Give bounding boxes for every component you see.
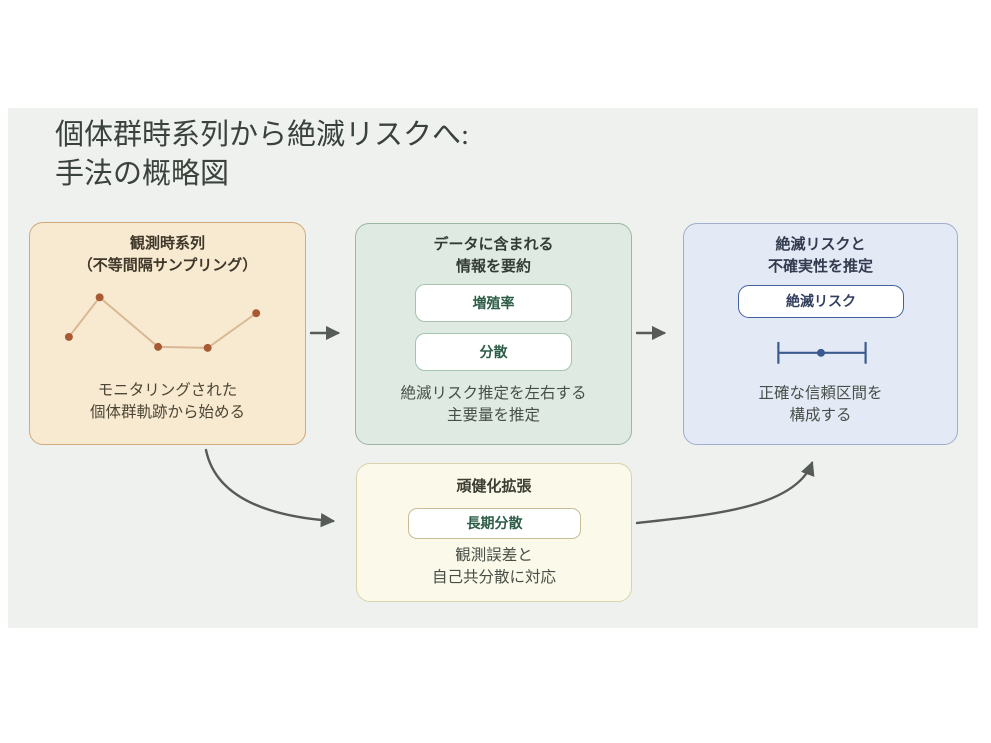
chip-growth-rate: 増殖率 — [415, 284, 572, 322]
box-summarize-information: データに含まれる 情報を要約 増殖率 分散 絶滅リスク推定を左右する 主要量を推… — [355, 223, 632, 445]
page-title: 個体群時系列から絶滅リスクへ: 手法の概略図 — [55, 116, 469, 194]
chip-extinction-risk: 絶滅リスク — [738, 285, 904, 318]
box-observed-series: 観測時系列 （不等間隔サンプリング） モニタリングされた 個体群軌跡から始める — [29, 222, 306, 445]
estimate-box-title: 絶滅リスクと 不確実性を推定 — [767, 236, 873, 276]
observed-title-line1: 観測時系列 — [129, 235, 205, 252]
chip-variance: 分散 — [415, 333, 572, 371]
estimate-box-caption: 正確な信頼区間を 構成する — [758, 385, 883, 424]
robust-box-caption: 観測誤差と 自己共分散に対応 — [431, 547, 556, 586]
box-estimate-risk: 絶滅リスクと 不確実性を推定 絶滅リスク 正確な信頼区間を 構成する — [683, 223, 958, 445]
box-robust-extension: 頑健化拡張 長期分散 観測誤差と 自己共分散に対応 — [356, 463, 632, 602]
observed-title-line2: （不等間隔サンプリング） — [77, 257, 258, 275]
summarize-box-title: データに含まれる 情報を要約 — [433, 236, 554, 276]
page-title-line2: 手法の概略図 — [55, 157, 230, 190]
page-title-line1: 個体群時系列から絶滅リスクへ: — [55, 119, 470, 151]
chip-longrun-variance: 長期分散 — [408, 508, 581, 539]
observed-box-caption: モニタリングされた 個体群軌跡から始める — [89, 382, 245, 421]
robust-box-title: 頑健化拡張 — [456, 478, 532, 495]
summarize-box-caption: 絶滅リスク推定を左右する 主要量を推定 — [400, 385, 587, 424]
observed-box-title: 観測時系列 （不等間隔サンプリング） — [30, 233, 305, 277]
